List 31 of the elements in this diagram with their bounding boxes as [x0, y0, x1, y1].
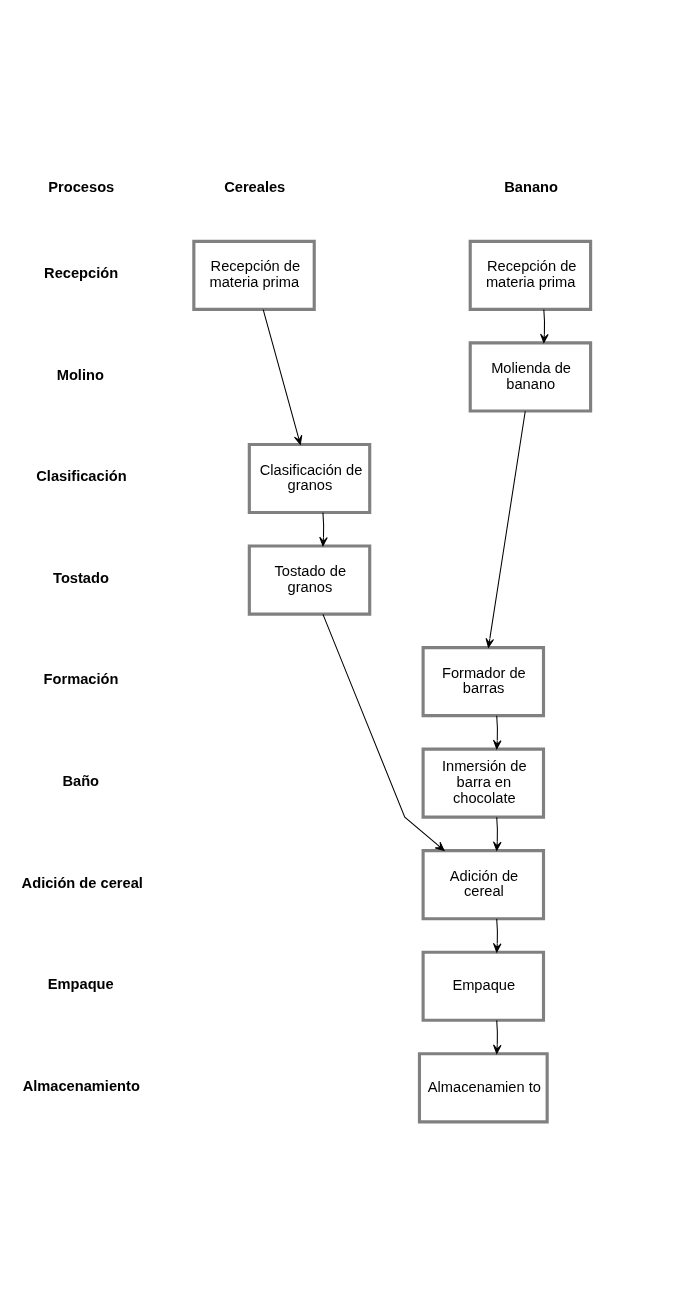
label: Tostado: [53, 569, 109, 586]
node-box: Clasificación de granos: [247, 442, 372, 514]
label: Formación: [43, 670, 119, 687]
label: Recepción: [44, 264, 119, 281]
label: Cereales: [224, 178, 286, 195]
arrow: [262, 308, 303, 445]
arrow: [485, 410, 526, 648]
label: Clasificación: [36, 467, 127, 484]
node-box: Inmersión de barra en chocolate: [421, 747, 546, 819]
arrow: [319, 511, 328, 546]
label: Molino: [56, 366, 104, 383]
node-box: Recepción de materia prima: [468, 239, 593, 311]
arrow: [492, 1019, 502, 1054]
node-box: Almacenamien to: [417, 1051, 549, 1123]
arrow: [540, 308, 549, 343]
label: Procesos: [48, 178, 115, 195]
node-box: Formador de barras: [421, 645, 546, 717]
arrow: [322, 613, 445, 851]
label: Baño: [62, 772, 100, 789]
node-box: Tostado de granos: [247, 543, 372, 616]
label: Empaque: [47, 975, 114, 992]
arrow: [492, 917, 502, 952]
node-box: Adición de cereal: [421, 848, 546, 920]
label: Adición de cereal: [21, 874, 143, 891]
arrow: [492, 816, 502, 851]
label: Banano: [504, 178, 558, 195]
label: Almacenamiento: [22, 1077, 140, 1094]
node-box: Molienda de banano: [468, 340, 593, 413]
node-box: Empaque: [421, 950, 546, 1022]
arrow: [492, 714, 502, 749]
node-box: Recepción de materia prima: [192, 239, 316, 311]
